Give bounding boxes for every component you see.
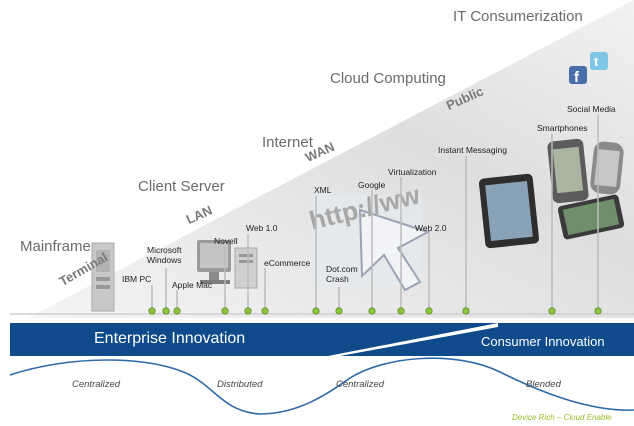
milestone-dot-xml (312, 307, 320, 315)
era-it-consumerization: IT Consumerization (453, 8, 583, 25)
terminal-icon (91, 242, 115, 312)
milestone-smartphones: Smartphones (537, 123, 588, 133)
phase-centralized-2: Centralized (336, 379, 385, 390)
facebook-icon: f (569, 66, 587, 86)
svg-text:f: f (574, 69, 580, 86)
phase-distributed: Distributed (217, 379, 263, 390)
innovation-band (10, 323, 634, 356)
band-consumer-innovation: Consumer Innovation (481, 334, 605, 349)
milestone-dot-smartphones (548, 307, 556, 315)
milestone-stems (151, 115, 599, 311)
milestone-dot-virtualization (397, 307, 405, 315)
milestone-dot-google (368, 307, 376, 315)
browser-cursor-icon (312, 195, 431, 292)
milestone-google: Google (358, 180, 386, 190)
milestone-apple-mac: Apple Mac (172, 280, 213, 290)
band-enterprise-innovation: Enterprise Innovation (94, 330, 246, 347)
milestone-dot-apple-mac (173, 307, 181, 315)
milestone-dot-web-1 (244, 307, 252, 315)
milestone-microsoft-windows: Microsoft Windows (147, 245, 182, 265)
milestone-social-media: Social Media (567, 104, 616, 114)
milestone-dot-microsoft-windows (162, 307, 170, 315)
footer-tagline: Device Rich – Cloud Enable (512, 413, 612, 422)
tablet-icon (478, 173, 540, 249)
era-client-server: Client Server (138, 178, 225, 195)
milestone-dot-web-2 (425, 307, 433, 315)
milestone-dotcom-crash: Dot.com Crash (326, 264, 358, 284)
milestone-dot-novell (221, 307, 229, 315)
milestone-xml: XML (314, 185, 332, 195)
desktop-computer-icon (197, 240, 258, 289)
svg-text:t: t (594, 54, 599, 69)
milestone-web-1: Web 1.0 (246, 223, 278, 233)
era-internet: Internet (262, 134, 313, 151)
phase-blended: Blended (526, 379, 561, 390)
milestone-web-2: Web 2.0 (415, 223, 447, 233)
milestone-dot-ecommerce (261, 307, 269, 315)
milestone-ecommerce: eCommerce (264, 258, 311, 268)
growth-triangle (28, 0, 634, 318)
milestone-ibm-pc: IBM PC (122, 274, 152, 284)
band-divider (328, 323, 498, 356)
milestone-dot-dotcom-crash (335, 307, 343, 315)
phase-centralized-1: Centralized (72, 379, 121, 390)
milestone-dot-ibm-pc (148, 307, 156, 315)
milestone-instant-messaging: Instant Messaging (438, 145, 507, 155)
milestone-virtualization: Virtualization (388, 167, 437, 177)
milestone-dot-instant-messaging (462, 307, 470, 315)
era-mainframe: Mainframe (20, 238, 91, 255)
phase-wave (9, 357, 634, 415)
twitter-icon: t (590, 52, 608, 70)
era-cloud-computing: Cloud Computing (330, 70, 446, 87)
milestone-dot-social-media (594, 307, 602, 315)
milestone-novell: Novell (214, 236, 238, 246)
